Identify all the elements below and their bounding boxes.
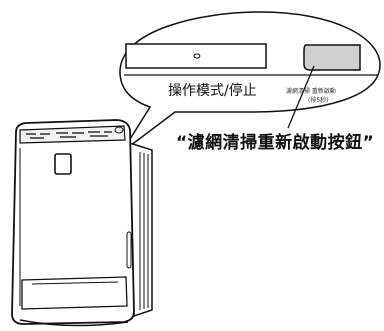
side-handle-slot <box>126 231 132 269</box>
reset-button-label: 濾網清掃 重新啟動 <box>286 88 336 95</box>
top-control-buttons <box>26 131 112 139</box>
callout-text: “濾網清掃重新啟動按鈕” <box>176 133 375 153</box>
filter-reset-button[interactable] <box>303 44 361 71</box>
mode-indicator-icon <box>193 53 201 59</box>
mode-button[interactable] <box>125 43 267 69</box>
control-knob-icon <box>114 126 124 134</box>
mode-button-label: 操作模式/停止 <box>168 83 257 99</box>
callout-leader-line <box>287 65 315 129</box>
sensor-window <box>54 153 72 175</box>
air-purifier-illustration <box>11 119 153 327</box>
side-vents <box>139 152 149 310</box>
reset-button-note: (按5秒) <box>308 97 329 104</box>
